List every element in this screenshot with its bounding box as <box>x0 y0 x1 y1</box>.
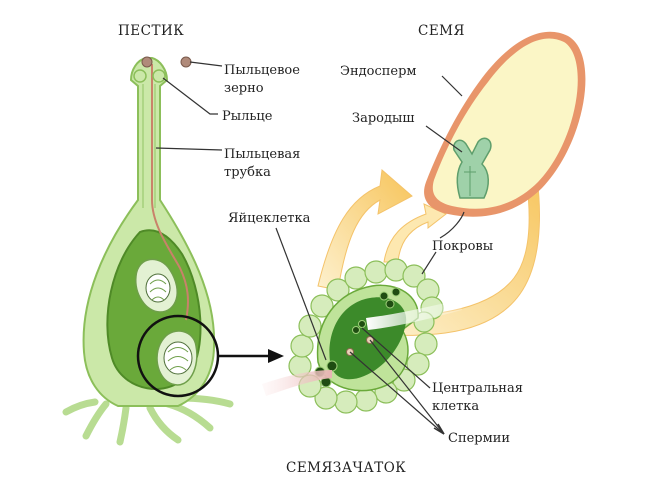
zoom-arrow <box>218 349 284 363</box>
label-stigma: Рыльце <box>222 109 273 124</box>
arrow-integument <box>383 203 447 263</box>
pollen-grain-left <box>141 56 153 68</box>
ovule-enlarged <box>262 258 462 414</box>
label-egg-cell: Яйцеклетка <box>228 211 311 226</box>
egg-apparatus-cell <box>326 360 338 372</box>
stigma-bump-right <box>152 69 166 83</box>
pistil-leaders <box>155 61 223 151</box>
pistil <box>62 56 234 446</box>
leader-embryo <box>425 125 463 153</box>
arrow-to-embryo <box>317 169 413 291</box>
pistil-base-flare <box>62 394 234 446</box>
antipodal-cell <box>379 291 389 301</box>
seed <box>424 31 586 217</box>
label-central-cell-1: Центральная <box>432 381 523 396</box>
leader-coats <box>439 211 465 239</box>
style-canal <box>142 84 156 208</box>
embryo-sac-lower <box>163 341 193 375</box>
label-pollen-grain-2: зерно <box>224 81 264 96</box>
label-coats: Покровы <box>432 239 493 254</box>
label-pollen-grain-1: Пыльцевое <box>224 63 300 78</box>
title-ovule: СЕМЯЗАЧАТОК <box>286 460 406 476</box>
antipodal-cell <box>391 287 401 297</box>
polar-nucleus <box>352 326 360 334</box>
antipodal-cell <box>385 299 395 309</box>
leader-stigma <box>162 77 218 115</box>
pollen-tube <box>151 64 189 321</box>
leader-egg-cell <box>275 227 327 361</box>
label-pollen-tube-2: трубка <box>224 165 271 180</box>
leader-coats-ovule <box>421 251 437 275</box>
leader-pollen-grain <box>189 61 223 67</box>
label-pollen-tube-1: Пыльцевая <box>224 147 300 162</box>
ovule-leaders <box>275 227 445 435</box>
leader-arrowhead <box>433 423 445 435</box>
stigma-bump-left <box>133 69 147 83</box>
label-central-cell-2: клетка <box>432 399 479 414</box>
leader-sperm-2 <box>369 339 445 435</box>
leader-endosperm <box>441 75 463 97</box>
leader-pollen-tube <box>155 147 223 151</box>
title-pistil: ПЕСТИК <box>118 23 184 39</box>
light-tube <box>366 300 462 330</box>
polar-nucleus <box>358 320 366 328</box>
leader-sperm-1 <box>349 351 445 435</box>
pollen-grain-right <box>180 56 192 68</box>
seed-leaders <box>425 75 465 239</box>
leader-central-cell <box>361 327 431 389</box>
label-endosperm: Эндосперм <box>340 64 417 79</box>
label-sperm: Спермии <box>448 431 510 446</box>
label-embryo: Зародыш <box>352 111 414 126</box>
seed-embryo <box>452 137 492 199</box>
title-seed: СЕМЯ <box>418 23 465 39</box>
pollen-tube-entry <box>262 370 332 396</box>
